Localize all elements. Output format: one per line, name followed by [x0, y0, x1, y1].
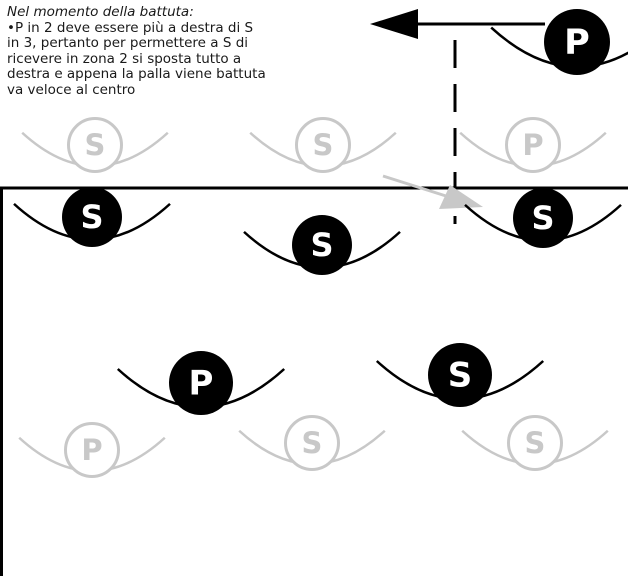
player-label: S: [310, 226, 333, 264]
player-ghost-bottom-left: P: [18, 422, 166, 478]
player-label: S: [85, 128, 106, 162]
player-circle: [284, 415, 340, 471]
player-circle: [544, 9, 610, 75]
player-label: S: [302, 426, 323, 460]
player-circle: [169, 351, 233, 415]
player-label: P: [81, 433, 102, 467]
player-label: P: [564, 23, 590, 63]
player-player-s-mid: S: [375, 343, 545, 407]
player-circle: [513, 188, 573, 248]
player-label: S: [525, 426, 546, 460]
caption: Nel momento della battuta: •P in 2 deve …: [7, 4, 269, 98]
player-ghost-top-left: S: [21, 117, 169, 173]
movement-arrowhead: [370, 9, 418, 39]
player-label: S: [448, 356, 473, 396]
player-circle: [62, 187, 122, 247]
player-receiver-center: S: [243, 215, 401, 275]
player-label: P: [189, 364, 214, 404]
player-label: P: [522, 128, 543, 162]
caption-body: •P in 2 deve essere più a destra di S in…: [7, 19, 266, 98]
shift-arrowhead: [439, 185, 483, 209]
player-ghost-top-right: P: [459, 117, 607, 173]
player-label: S: [531, 199, 554, 237]
player-receiver-left: S: [13, 187, 171, 247]
player-label: S: [313, 128, 334, 162]
player-player-p-mid: P: [116, 351, 286, 415]
player-setter-top-right: P: [490, 9, 628, 75]
player-circle: [428, 343, 492, 407]
player-circle: [292, 215, 352, 275]
player-ghost-bottom-right: S: [461, 415, 609, 471]
player-ghost-top-mid: S: [249, 117, 397, 173]
player-label: S: [80, 198, 103, 236]
player-circle: [507, 415, 563, 471]
player-receiver-right: S: [464, 188, 622, 248]
shift-arrow-shaft: [382, 174, 447, 198]
player-ghost-bottom-mid: S: [238, 415, 386, 471]
player-circle: [64, 422, 120, 478]
player-circle: [505, 117, 561, 173]
player-circle: [67, 117, 123, 173]
caption-title: Nel momento della battuta:: [7, 4, 194, 20]
player-circle: [295, 117, 351, 173]
players-layer: P S S P S S S P S P S S: [13, 9, 628, 478]
